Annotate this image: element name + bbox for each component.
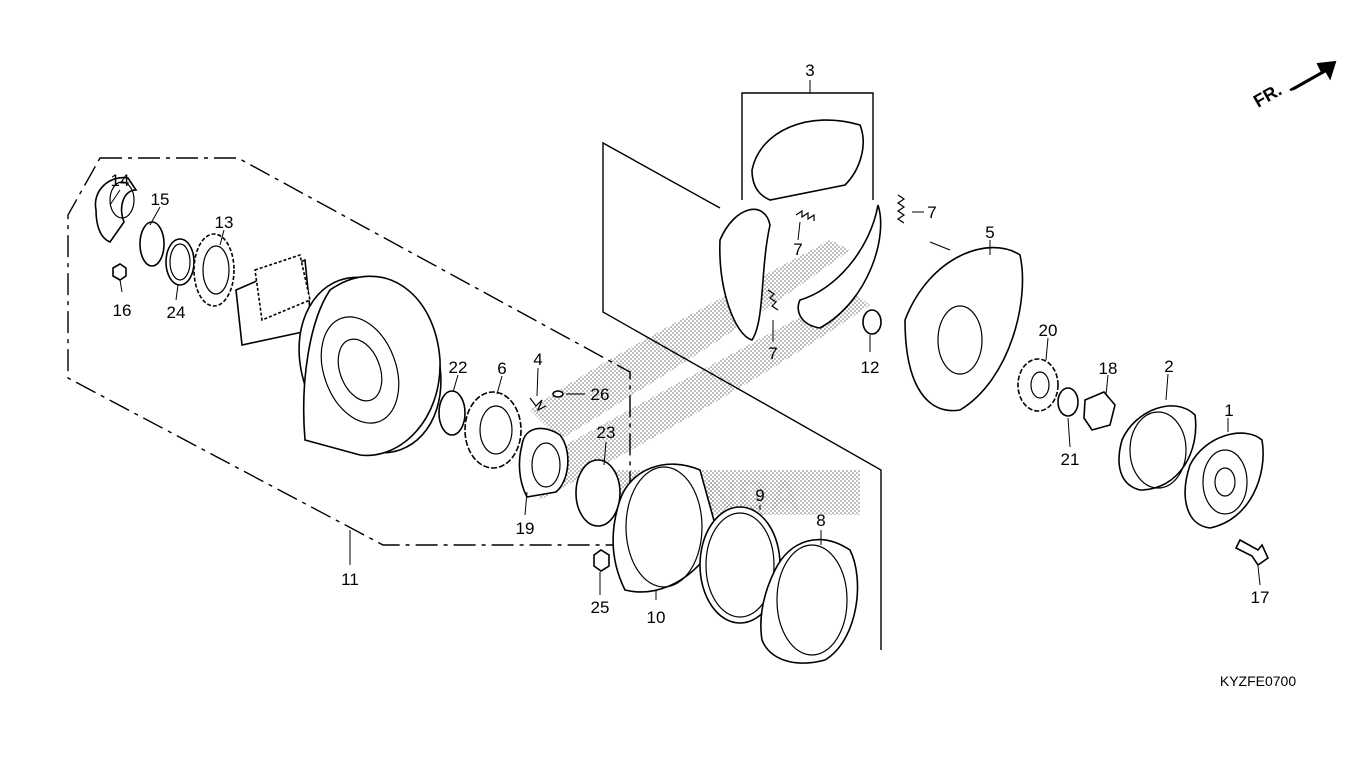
- callout-19: 19: [516, 519, 535, 538]
- callout-1: 1: [1224, 401, 1233, 420]
- callout-3: 3: [805, 61, 814, 80]
- front-arrow-icon: [1289, 60, 1337, 91]
- callout-labels: 1 2 3 4 5 6 7 7 7 8 9 10 11 12 13 14 15 …: [111, 61, 1270, 627]
- callout-20: 20: [1039, 321, 1058, 340]
- callout-13: 13: [215, 213, 234, 232]
- callout-25: 25: [591, 598, 610, 617]
- part-4-spring: [529, 397, 547, 412]
- front-direction-label: FR.: [1250, 80, 1285, 112]
- part-11-clutch-outer: [235, 253, 442, 457]
- part-19-plate: [518, 427, 569, 498]
- callout-26: 26: [591, 385, 610, 404]
- front-direction-indicator: FR.: [1250, 60, 1337, 112]
- callout-14: 14: [111, 171, 130, 190]
- callout-4: 4: [533, 350, 542, 369]
- assembly-frame-11: [67, 157, 631, 546]
- part-6-one-way-clutch: [464, 391, 522, 469]
- callout-24: 24: [167, 303, 186, 322]
- part-10-gasket: [612, 463, 719, 593]
- part-7-spring-c: [767, 289, 779, 311]
- part-18-nut: [1083, 391, 1116, 431]
- leader-lines: [109, 80, 1261, 600]
- callout-17: 17: [1251, 588, 1270, 607]
- part-3-clutch-shoes: [719, 119, 882, 341]
- callout-16: 16: [113, 301, 132, 320]
- callout-21: 21: [1061, 450, 1080, 469]
- part-23-circlip: [575, 459, 621, 527]
- part-21-washer: [1057, 387, 1079, 417]
- part-1-cover: [1184, 432, 1264, 529]
- callout-22: 22: [449, 358, 468, 377]
- assembly-frame-8: [602, 141, 882, 650]
- part-14-collar: [94, 176, 138, 243]
- part-26-pin: [552, 390, 564, 398]
- part-15-snap-ring: [139, 221, 165, 267]
- callout-2: 2: [1164, 357, 1173, 376]
- callout-6: 6: [497, 359, 506, 378]
- part-17-bolt: [1234, 538, 1270, 567]
- callout-18: 18: [1099, 359, 1118, 378]
- part-5-drive-plate: [904, 241, 1024, 412]
- callout-7b: 7: [927, 203, 936, 222]
- part-2-gasket: [1118, 405, 1197, 491]
- callout-12: 12: [861, 358, 880, 377]
- part-8-cover: [760, 538, 859, 664]
- callout-7c: 7: [768, 344, 777, 363]
- callout-10: 10: [647, 608, 666, 627]
- callout-23: 23: [597, 423, 616, 442]
- callout-15: 15: [151, 190, 170, 209]
- callout-7a: 7: [793, 240, 802, 259]
- image-code: KYZFE0700: [1220, 673, 1296, 689]
- part-7-spring-a: [795, 209, 815, 221]
- part-12-collar: [862, 309, 882, 335]
- part-20-damper: [1017, 358, 1059, 412]
- part-22-ring: [438, 390, 466, 436]
- part-7-spring-b: [896, 194, 906, 224]
- part-16-nut: [112, 263, 127, 281]
- callout-9: 9: [755, 486, 764, 505]
- bracket-3: [741, 92, 874, 200]
- callout-8: 8: [816, 511, 825, 530]
- part-13-gear: [193, 233, 235, 307]
- callout-5: 5: [985, 223, 994, 242]
- callout-11: 11: [341, 570, 359, 589]
- part-25-nut: [593, 549, 610, 572]
